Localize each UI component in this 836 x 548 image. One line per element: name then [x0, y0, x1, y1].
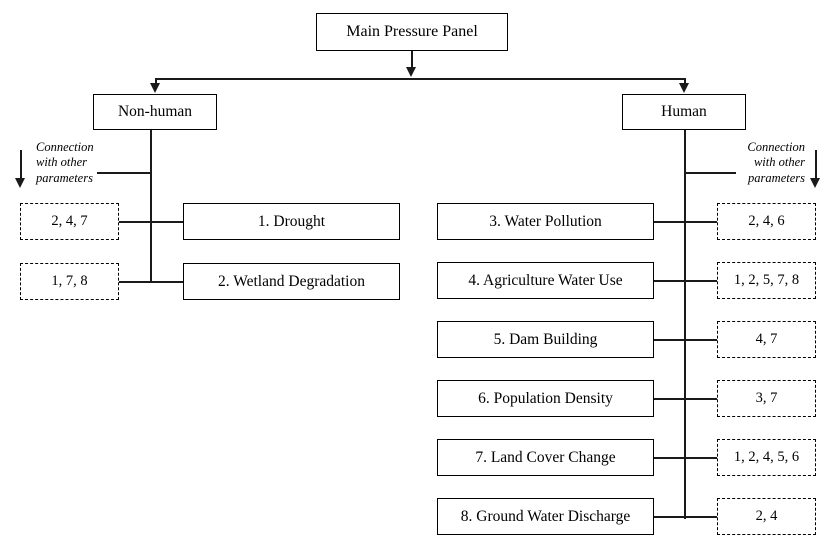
connections-box-drought[interactable]: 2, 4, 7 — [20, 203, 119, 240]
arrowhead-root-down-icon — [406, 67, 416, 77]
node-non-human[interactable]: Non-human — [93, 94, 217, 130]
node-label: Non-human — [117, 103, 193, 121]
node-agriculture-water-use[interactable]: 4. Agriculture Water Use — [437, 262, 654, 299]
node-label: 4. Agriculture Water Use — [468, 271, 623, 289]
node-main-pressure-panel[interactable]: Main Pressure Panel — [316, 13, 508, 51]
connections-label: 2, 4, 6 — [748, 212, 785, 229]
connections-label: 1, 2, 4, 5, 6 — [733, 448, 800, 465]
node-drought[interactable]: 1. Drought — [183, 203, 400, 240]
annotation-right-arrow-shaft — [815, 150, 817, 181]
connector-human-row-1 — [654, 221, 718, 223]
connections-box-land-cover-change[interactable]: 1, 2, 4, 5, 6 — [717, 439, 816, 476]
connections-label: 2, 4, 7 — [51, 212, 88, 229]
annotation-left-connection-note: Connection with other parameters — [36, 140, 94, 185]
node-label: 5. Dam Building — [493, 330, 598, 348]
node-label: 3. Water Pollution — [489, 212, 602, 230]
node-wetland-degradation[interactable]: 2. Wetland Degradation — [183, 263, 400, 300]
connector-non-human-row-1 — [119, 221, 184, 223]
connections-label: 1, 2, 5, 7, 8 — [733, 271, 800, 288]
connector-left-annotation — [97, 172, 151, 174]
connections-box-ground-water-discharge[interactable]: 2, 4 — [717, 498, 816, 535]
node-label: Human — [661, 103, 707, 121]
spine-human — [684, 130, 686, 519]
connections-box-wetland-degradation[interactable]: 1, 7, 8 — [20, 263, 119, 300]
annotation-left-arrow-down-icon — [15, 178, 25, 188]
node-label: 2. Wetland Degradation — [218, 272, 365, 290]
connector-human-row-4 — [654, 398, 718, 400]
annotation-right-arrow-down-icon — [810, 178, 820, 188]
connections-label: 4, 7 — [755, 330, 778, 347]
node-ground-water-discharge[interactable]: 8. Ground Water Discharge — [437, 498, 654, 535]
connector-human-row-6 — [654, 516, 718, 518]
connections-box-population-density[interactable]: 3, 7 — [717, 380, 816, 417]
connector-human-row-2 — [654, 280, 718, 282]
connections-label: 3, 7 — [755, 389, 778, 406]
annotation-right-connection-note: Connection with other parameters — [747, 140, 805, 185]
connector-split-bar — [155, 78, 685, 80]
node-label: 7. Land Cover Change — [475, 448, 616, 466]
node-water-pollution[interactable]: 3. Water Pollution — [437, 203, 654, 240]
connector-non-human-row-2 — [119, 281, 184, 283]
node-dam-building[interactable]: 5. Dam Building — [437, 321, 654, 358]
node-land-cover-change[interactable]: 7. Land Cover Change — [437, 439, 654, 476]
connections-box-dam-building[interactable]: 4, 7 — [717, 321, 816, 358]
node-label: 8. Ground Water Discharge — [460, 507, 631, 525]
node-human[interactable]: Human — [622, 94, 746, 130]
connections-box-agriculture-water-use[interactable]: 1, 2, 5, 7, 8 — [717, 262, 816, 299]
connector-human-row-3 — [654, 339, 718, 341]
connector-human-row-5 — [654, 457, 718, 459]
connector-split-left — [155, 78, 157, 86]
connector-split-right — [684, 78, 686, 86]
node-population-density[interactable]: 6. Population Density — [437, 380, 654, 417]
connector-root-stem — [411, 51, 413, 69]
connections-label: 2, 4 — [755, 507, 778, 524]
connector-right-annotation — [684, 172, 736, 174]
spine-non-human — [150, 130, 152, 283]
arrowhead-non-human-icon — [150, 83, 160, 93]
node-label: 1. Drought — [257, 212, 326, 230]
connections-box-water-pollution[interactable]: 2, 4, 6 — [717, 203, 816, 240]
node-label: 6. Population Density — [478, 389, 613, 407]
node-label: Main Pressure Panel — [346, 23, 478, 41]
arrowhead-human-icon — [679, 83, 689, 93]
connections-label: 1, 7, 8 — [51, 272, 88, 289]
annotation-left-arrow-shaft — [20, 150, 22, 181]
